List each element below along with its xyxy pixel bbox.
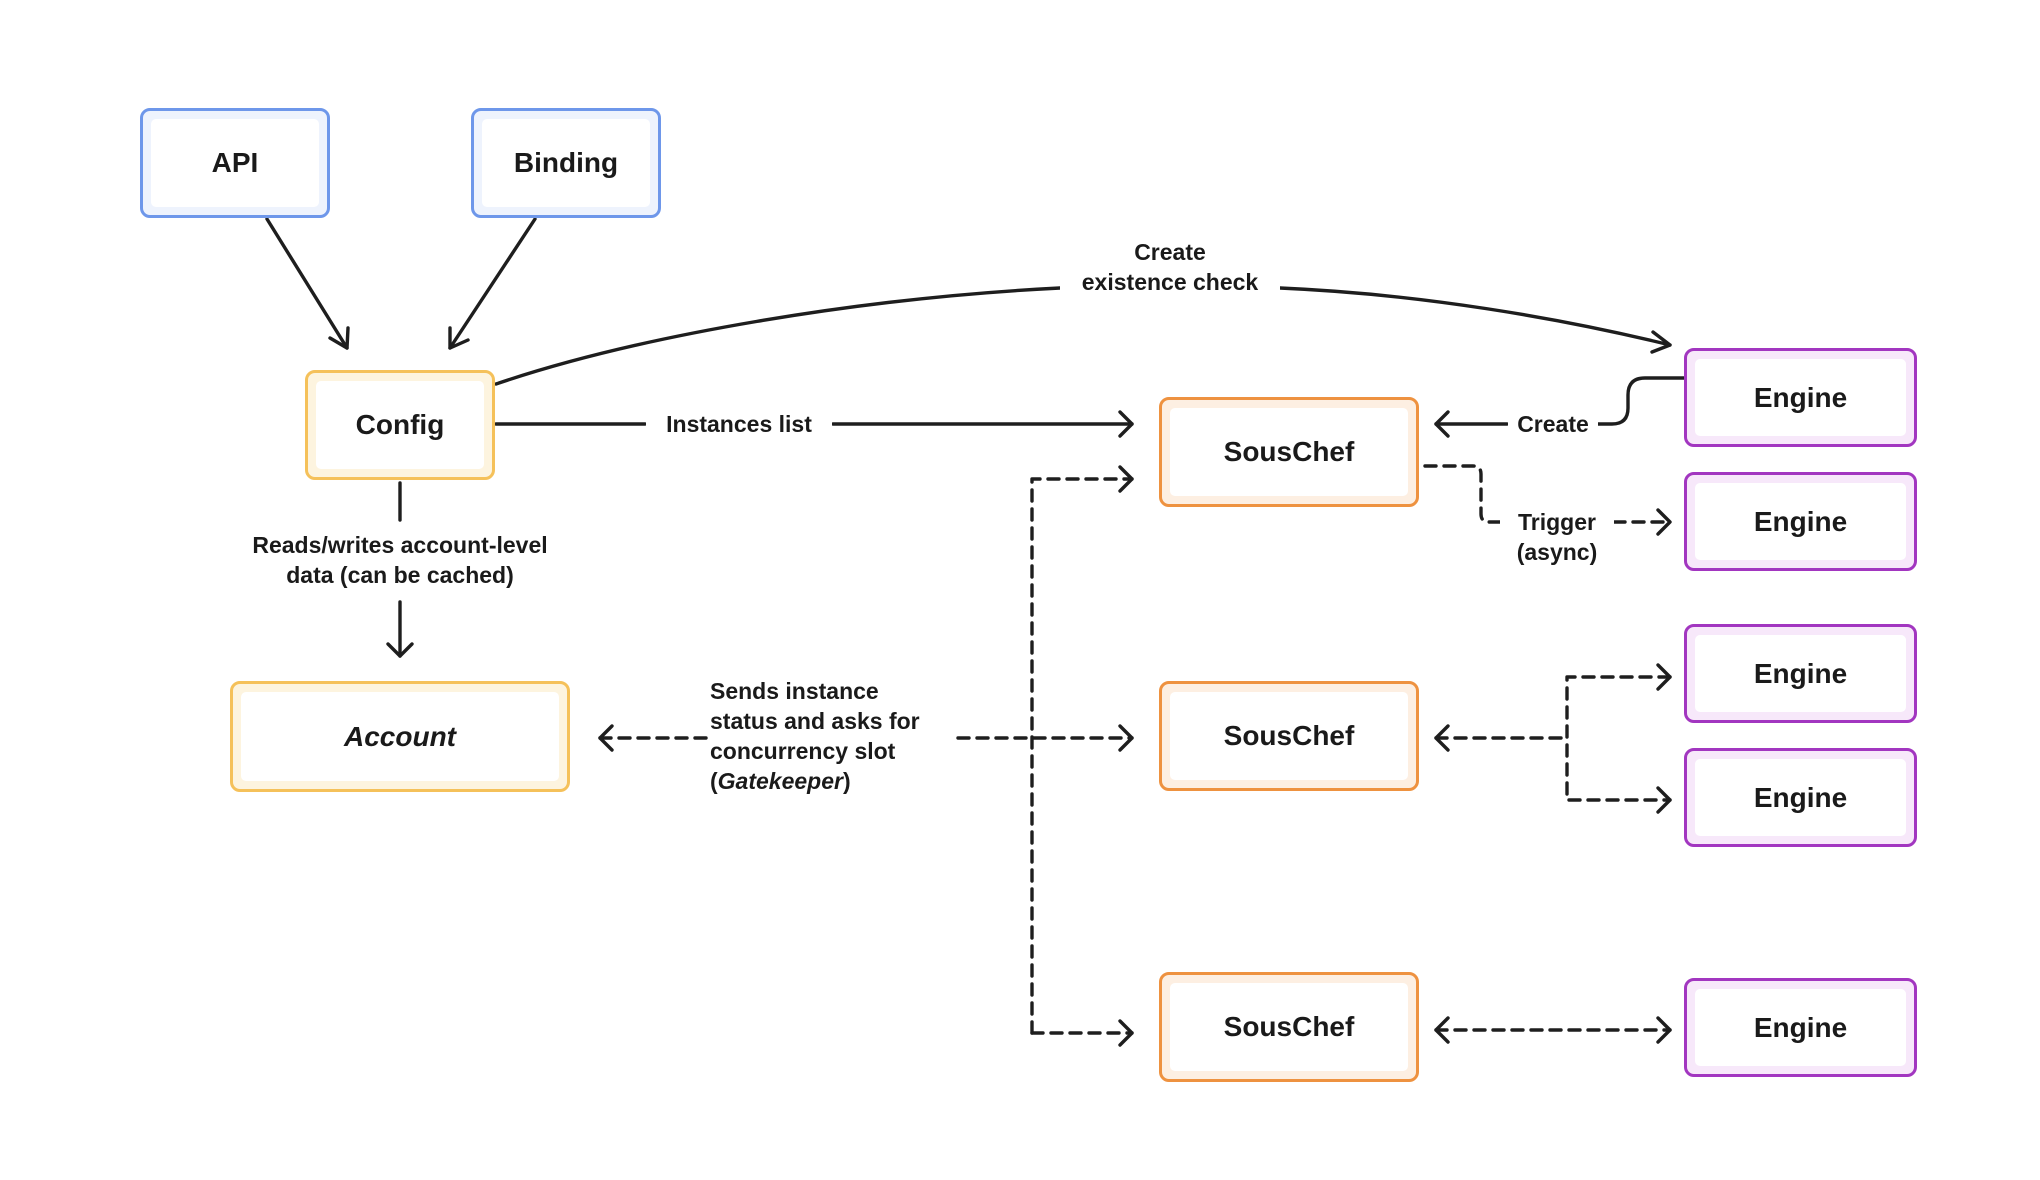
engine-5-label: Engine <box>1753 1011 1848 1043</box>
api-to-config-arrow <box>265 217 349 350</box>
create-label: Create <box>1508 409 1598 439</box>
engine-4-label: Engine <box>1753 781 1848 813</box>
engines-branch-line <box>1565 675 1672 802</box>
engine-2-label: Engine <box>1753 505 1848 537</box>
create-existence-check-label: Create existence check <box>1060 237 1280 297</box>
souschef-3-label: SousChef <box>1223 1011 1355 1042</box>
engine-node-3[interactable]: Engine <box>1684 624 1917 723</box>
souschef-2-to-engines-arrowhead <box>1434 724 1450 752</box>
config-node[interactable]: Config <box>305 370 495 480</box>
config-label: Config <box>355 409 445 440</box>
trigger-arrowhead <box>1656 508 1672 536</box>
create-existence-check-line-2: existence check <box>1081 269 1259 295</box>
instances-list-text: Instances list <box>666 411 812 437</box>
binding-to-config-arrow <box>448 217 537 350</box>
gatekeeper-to-souschef-2-arrowhead <box>1118 724 1134 752</box>
engine-node-4[interactable]: Engine <box>1684 748 1917 847</box>
souschef-1-label: SousChef <box>1223 436 1355 467</box>
trigger-async-label: Trigger (async) <box>1500 507 1614 567</box>
account-label: Account <box>344 720 456 752</box>
api-label: API <box>211 147 259 178</box>
souschef-3-to-engine-arrowhead-left <box>1434 1016 1450 1044</box>
souschef-node-3[interactable]: SousChef <box>1159 972 1419 1082</box>
api-node[interactable]: API <box>140 108 330 218</box>
gatekeeper-italic-word: Gatekeeper <box>717 768 843 794</box>
engine-4-arrowhead <box>1656 786 1672 814</box>
gatekeeper-open-paren: ( <box>710 768 718 794</box>
souschef-node-1[interactable]: SousChef <box>1159 397 1419 507</box>
binding-to-config-arrowhead <box>448 326 470 350</box>
engine-1-label: Engine <box>1753 381 1848 413</box>
gatekeeper-close-paren: ) <box>842 768 851 794</box>
gatekeeper-to-souschef-1-arrowhead <box>1118 465 1134 493</box>
gatekeeper-line-4: (Gatekeeper) <box>710 766 956 796</box>
gatekeeper-line-3: concurrency slot <box>710 738 896 764</box>
souschef-to-engine-trigger-line <box>1423 464 1502 524</box>
create-text: Create <box>1517 411 1589 437</box>
api-to-config-arrowhead <box>328 326 350 350</box>
trigger-line-1: Trigger <box>1518 509 1596 535</box>
engine-node-1[interactable]: Engine <box>1684 348 1917 447</box>
engine-node-5[interactable]: Engine <box>1684 978 1917 1077</box>
config-to-engine-curve-left <box>494 286 1062 386</box>
engine-3-label: Engine <box>1753 657 1848 689</box>
binding-label: Binding <box>513 147 619 178</box>
gatekeeper-label: Sends instance status and asks for concu… <box>710 676 956 796</box>
reads-writes-line-1: Reads/writes account-level <box>252 532 548 558</box>
config-to-account-arrowhead <box>386 642 414 658</box>
config-to-engine-arrowhead <box>1650 330 1672 354</box>
gatekeeper-to-account-arrowhead <box>598 724 614 752</box>
config-to-souschef-arrowhead <box>1118 410 1134 438</box>
instances-list-label: Instances list <box>646 409 832 439</box>
gatekeeper-line-2: status and asks for <box>710 708 920 734</box>
gatekeeper-line-1: Sends instance <box>710 678 879 704</box>
binding-node[interactable]: Binding <box>471 108 661 218</box>
souschef-3-to-engine-arrowhead-right <box>1656 1016 1672 1044</box>
souschef-node-2[interactable]: SousChef <box>1159 681 1419 791</box>
gatekeeper-vertical-line <box>1030 477 1134 1035</box>
account-node[interactable]: Account <box>230 681 570 792</box>
trigger-line-2: (async) <box>1516 539 1598 565</box>
engine-to-souschef-create-right <box>1596 376 1687 426</box>
gatekeeper-to-souschef-3-arrowhead <box>1118 1019 1134 1047</box>
reads-writes-line-2: data (can be cached) <box>286 562 514 588</box>
reads-writes-label: Reads/writes account-level data (can be … <box>220 530 580 590</box>
engine-3-arrowhead <box>1656 663 1672 691</box>
create-existence-check-line-1: Create <box>1134 239 1206 265</box>
souschef-2-label: SousChef <box>1223 720 1355 751</box>
config-to-engine-curve-right <box>1278 286 1672 347</box>
engine-node-2[interactable]: Engine <box>1684 472 1917 571</box>
engine-to-souschef-arrowhead <box>1434 410 1450 438</box>
